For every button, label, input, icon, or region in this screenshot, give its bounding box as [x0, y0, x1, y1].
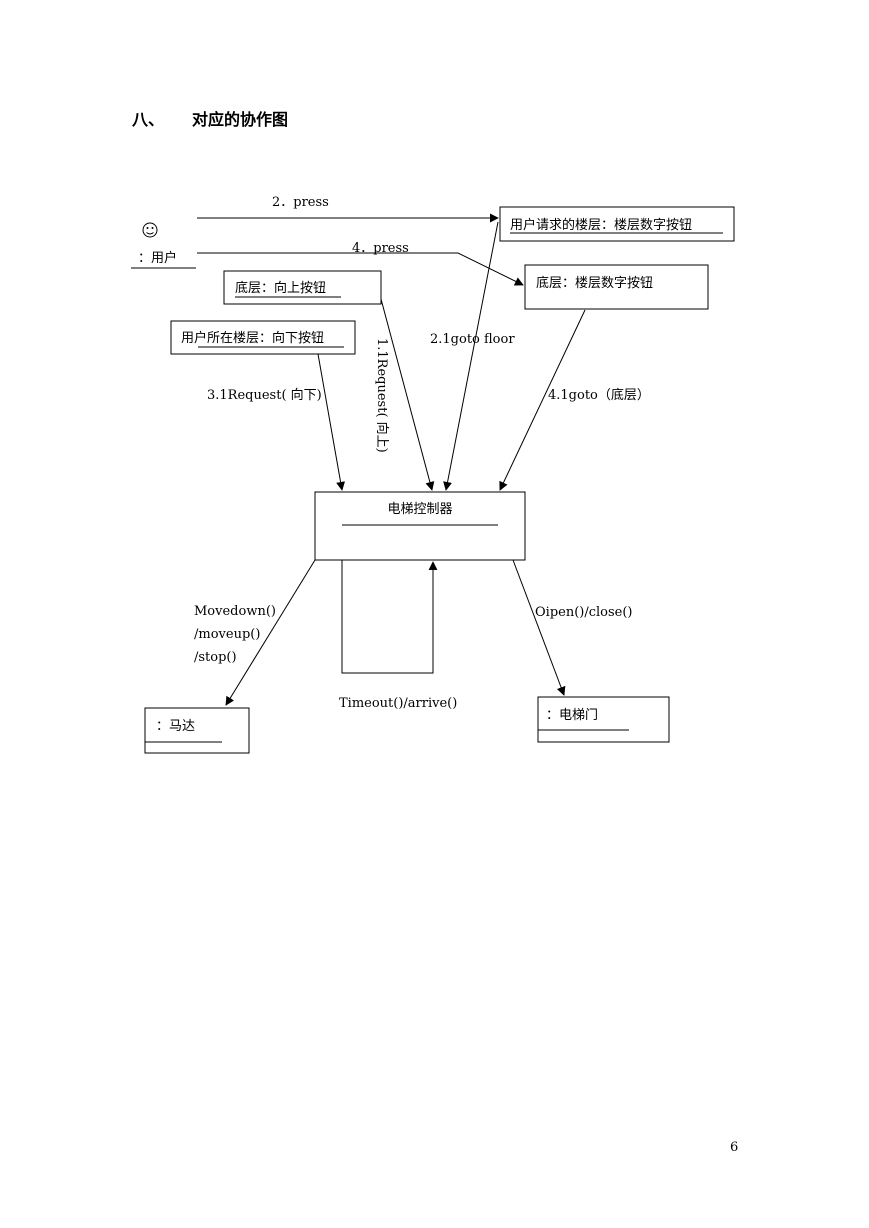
user-floor-down-button-object: 用户所在楼层：向下按钮: [170, 320, 356, 355]
press2-message: 2．press: [272, 195, 329, 210]
smiley-icon: [142, 222, 158, 238]
controller-object: 电梯控制器: [314, 491, 526, 561]
self-loop-link: Timeout()/arrive(): [339, 560, 457, 711]
request-up-link: 1.1Request( 向上): [374, 298, 435, 491]
door-object: ：电梯门: [537, 696, 670, 743]
section-number: 八、: [132, 110, 165, 129]
request-down-message: 3.1Request( 向下): [207, 387, 322, 403]
request-up-message: 1.1Request( 向上): [374, 338, 390, 453]
press4-message: 4．press: [352, 241, 409, 256]
bottom-up-button-label: 底层：向上按钮: [235, 280, 326, 296]
motor-object: ：马达: [144, 707, 250, 754]
motor-message-2: /moveup(): [194, 627, 260, 642]
door-label: ：电梯门: [546, 708, 598, 723]
bottom-up-button-object: 底层：向上按钮: [223, 270, 382, 305]
bottom-floor-button-object: 底层：楼层数字按钮: [524, 264, 709, 310]
user-actor: ：用户: [131, 222, 196, 269]
door-link: Oipen()/close(): [512, 559, 633, 696]
goto-floor-link: 2.1goto floor: [430, 221, 515, 491]
motor-link: Movedown() /moveup() /stop(): [194, 559, 316, 706]
goto-bottom-link: 4.1goto（底层）: [499, 309, 650, 491]
request-floor-button-object: 用户请求的楼层：楼层数字按钮: [499, 206, 735, 242]
press4-link: 4．press: [197, 241, 524, 286]
bottom-floor-button-label: 底层：楼层数字按钮: [536, 275, 653, 291]
user-floor-down-button-label: 用户所在楼层：向下按钮: [181, 330, 324, 346]
controller-label: 电梯控制器: [387, 502, 452, 517]
press2-link: 2．press: [197, 195, 499, 223]
self-loop-message: Timeout()/arrive(): [339, 696, 457, 711]
motor-label: ：马达: [156, 719, 195, 734]
motor-message-1: Movedown(): [194, 604, 276, 619]
user-label: ：用户: [138, 250, 177, 266]
motor-message-3: /stop(): [194, 650, 237, 665]
goto-bottom-message: 4.1goto（底层）: [548, 387, 650, 403]
page-number: 6: [730, 1140, 739, 1155]
door-message: Oipen()/close(): [535, 605, 633, 620]
goto-floor-message: 2.1goto floor: [430, 332, 515, 347]
section-title: 对应的协作图: [192, 110, 289, 129]
request-down-link: 3.1Request( 向下): [207, 353, 346, 491]
request-floor-button-label: 用户请求的楼层：楼层数字按钮: [510, 217, 692, 233]
section-heading: 八、 对应的协作图: [132, 106, 288, 130]
